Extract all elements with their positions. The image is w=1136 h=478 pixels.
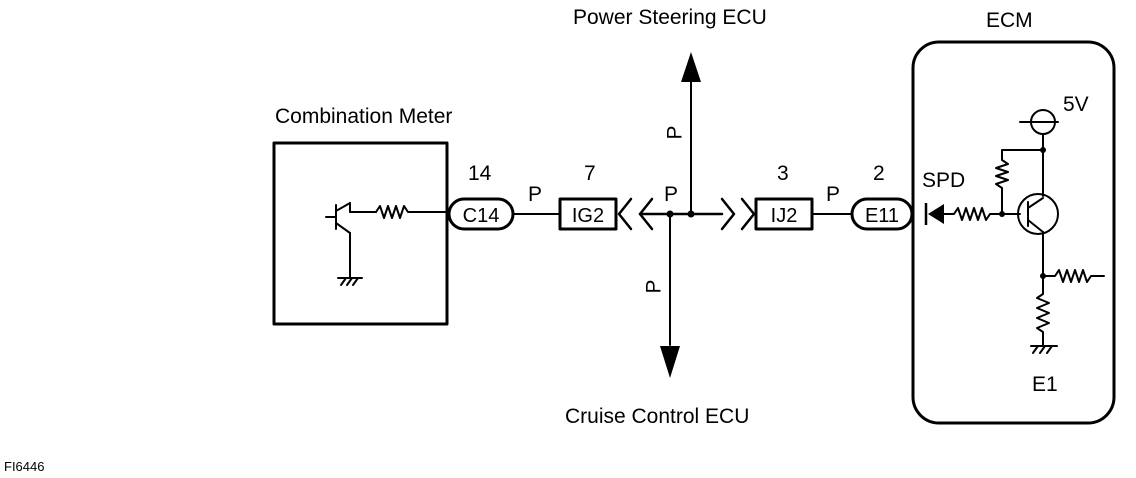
ecm-junction-dot-3 (1040, 273, 1046, 279)
cruise-control-ecu-label: Cruise Control ECU (565, 405, 750, 428)
wire-color-ij2-e11: P (826, 183, 841, 206)
connector-ig2 (558, 197, 618, 231)
junction-chevron-right-1 (720, 197, 736, 231)
combination-meter-label: Combination Meter (275, 105, 453, 128)
connector-ig2-name: IG2 (572, 205, 604, 227)
ecm-input-resistor-icon (943, 207, 1021, 221)
meter-ground-icon (337, 265, 363, 286)
ecm-junction-dot-2 (1040, 147, 1046, 153)
arrow-down-icon (660, 346, 680, 378)
figure-id-label: FI6446 (4, 459, 45, 474)
spd-input-arrow-icon (928, 204, 944, 224)
ecm-transistor-leads (1027, 197, 1044, 277)
ecm-right-resistor-icon (1042, 269, 1105, 283)
ecm-junction-dot-1 (999, 211, 1005, 217)
junction-dot-right (687, 210, 695, 218)
ig2-pin-number: 7 (584, 162, 596, 185)
ecm-ground-icon (1030, 345, 1058, 354)
connector-ij2-name: IJ2 (771, 205, 798, 227)
arrow-up-icon (681, 52, 701, 82)
connector-e11-name: E11 (865, 205, 899, 227)
meter-resistor-icon (375, 205, 447, 219)
connector-c14-name: C14 (463, 205, 500, 227)
ecm-transistor-icon (1017, 193, 1059, 235)
e11-pin-number: 2 (873, 162, 885, 185)
power-steering-ecu-label: Power Steering ECU (573, 6, 767, 29)
meter-transistor-icon (325, 202, 377, 267)
ecm-pullup-resistor-icon (995, 149, 1044, 215)
spd-terminal-label: SPD (922, 169, 966, 192)
ecm-lower-resistor-icon (1036, 275, 1050, 347)
junction-chevron-right-2 (740, 197, 756, 231)
e1-terminal-label: E1 (1032, 373, 1058, 396)
junction-chevron-left-1 (617, 197, 633, 231)
five-volt-label: 5V (1063, 93, 1089, 116)
ij2-pin-number: 3 (777, 162, 789, 185)
ecm-label: ECM (986, 9, 1033, 32)
combination-meter-box (272, 141, 449, 326)
c14-pin-number: 14 (468, 162, 492, 185)
wire-color-c14-ig2: P (528, 183, 543, 206)
ecm-box (911, 40, 1116, 425)
junction-dot-left (666, 210, 674, 218)
wire-color-junction: P (664, 183, 679, 206)
